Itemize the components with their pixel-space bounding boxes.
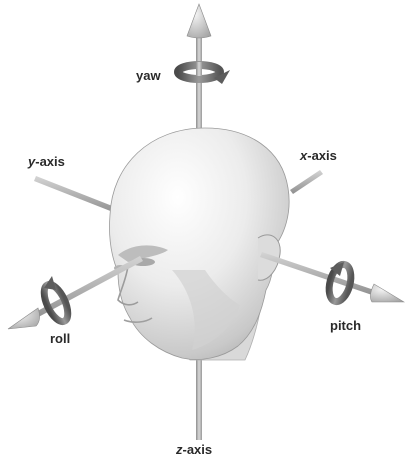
z-axis-suffix: -axis: [183, 442, 213, 455]
y-axis-suffix: -axis: [35, 154, 65, 169]
y-axis-label: y-axis: [27, 154, 65, 169]
roll-rotation-arrow: [39, 276, 72, 325]
z-axis-shaft-bottom: [196, 352, 202, 440]
yaw-label: yaw: [136, 68, 161, 83]
pitch-label: pitch: [330, 318, 361, 333]
pitch-axis-arrowhead: [370, 284, 404, 302]
roll-label: roll: [50, 331, 70, 346]
x-axis: [290, 170, 323, 194]
x-axis-label: x-axis: [299, 148, 337, 163]
roll-axis-arrowhead: [8, 308, 40, 329]
y-axis-shaft: [34, 176, 120, 214]
human-head-model: [109, 128, 289, 360]
z-axis-arrowhead: [187, 4, 211, 38]
y-axis: [34, 176, 120, 214]
pitch-axis-shaft: [260, 252, 380, 297]
x-axis-suffix: -axis: [307, 148, 337, 163]
x-axis-shaft: [290, 170, 323, 194]
z-axis-label: z-axis: [175, 442, 212, 455]
yaw-rotation-arrow: [178, 62, 230, 84]
